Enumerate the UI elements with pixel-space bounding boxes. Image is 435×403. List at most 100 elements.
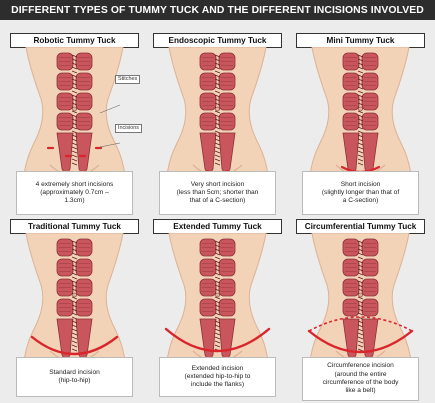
stitch — [214, 288, 221, 292]
stitch — [357, 332, 364, 336]
stitch — [71, 316, 78, 320]
stitch — [71, 142, 78, 146]
stitch — [71, 244, 78, 248]
stitch — [214, 142, 221, 146]
stitch — [214, 272, 221, 276]
stitches-label: Stitches — [115, 75, 141, 84]
stitch — [71, 162, 78, 166]
stitch — [71, 94, 78, 98]
stitch — [71, 54, 78, 58]
stitch — [357, 134, 364, 138]
stitch — [71, 280, 78, 284]
stitch — [214, 114, 221, 118]
pointer-line — [99, 142, 121, 148]
stitch — [357, 300, 364, 304]
stitch — [71, 332, 78, 336]
stitch — [357, 296, 364, 300]
navel — [215, 106, 220, 112]
stitch — [357, 90, 364, 94]
stitch — [214, 316, 221, 320]
stitch — [71, 296, 78, 300]
stitch — [357, 252, 364, 256]
stitch — [71, 276, 78, 280]
stitch — [214, 134, 221, 138]
stitch — [357, 150, 364, 154]
torso-illustration — [165, 47, 270, 183]
stitch — [357, 244, 364, 248]
caption-line: (approximately 0.7cm – — [40, 188, 109, 196]
stitch — [357, 280, 364, 284]
stitch — [71, 118, 78, 122]
stitch — [214, 98, 221, 102]
stitch — [214, 256, 221, 260]
stitch — [214, 90, 221, 94]
stitch — [357, 78, 364, 82]
stitch — [357, 70, 364, 74]
stitch — [214, 260, 221, 264]
caption: Circumference incision(around the entire… — [302, 357, 419, 401]
stitch — [71, 70, 78, 74]
abdominal-muscles — [342, 238, 379, 360]
stitch — [357, 312, 364, 316]
stitch — [214, 146, 221, 150]
stitch — [71, 324, 78, 328]
stitch — [214, 320, 221, 324]
caption-line: Standard incision — [49, 368, 100, 376]
stitch — [214, 122, 221, 126]
caption-line: Short incision — [340, 180, 381, 188]
stitch — [71, 90, 78, 94]
stitch — [214, 264, 221, 268]
stitch — [214, 62, 221, 66]
stitch — [357, 98, 364, 102]
abdominal-muscles — [199, 238, 236, 360]
stitch — [357, 110, 364, 114]
torso-illustration — [22, 47, 127, 183]
torso-illustration — [22, 233, 127, 369]
stitch — [357, 336, 364, 340]
navel — [358, 292, 363, 298]
caption-line: circumference of the body — [322, 379, 399, 386]
stitch — [214, 304, 221, 308]
stitch — [357, 264, 364, 268]
stitch — [71, 268, 78, 272]
caption-line: 4 extremely short incisions — [35, 180, 114, 188]
torso-body — [22, 47, 127, 183]
stitch — [357, 248, 364, 252]
stitch — [71, 252, 78, 256]
caption-line: 1.3cm) — [64, 197, 85, 205]
stitch — [214, 162, 221, 166]
stitch — [71, 114, 78, 118]
stitch — [71, 336, 78, 340]
stitch — [357, 114, 364, 118]
stitch — [71, 146, 78, 150]
stitch — [71, 98, 78, 102]
caption-line: (slightly longer than that of — [321, 188, 400, 196]
torso-illustration — [307, 233, 414, 369]
stitch — [357, 82, 364, 86]
stitch — [214, 86, 221, 90]
stitch — [71, 78, 78, 82]
stitch — [71, 74, 78, 78]
stitch — [71, 256, 78, 260]
torso-illustration — [164, 233, 271, 369]
stitch — [214, 340, 221, 344]
stitch — [71, 272, 78, 276]
torso-body — [308, 47, 413, 183]
stitch — [357, 260, 364, 264]
stitch — [71, 304, 78, 308]
stitch — [357, 86, 364, 90]
stitch — [357, 240, 364, 244]
incisions-label: Incisions — [115, 124, 142, 133]
stitch — [357, 154, 364, 158]
stitch — [71, 344, 78, 348]
stitch — [71, 264, 78, 268]
stitch — [71, 130, 78, 134]
stitch — [357, 146, 364, 150]
stitch — [214, 244, 221, 248]
caption-line: (hip-to-hip) — [58, 377, 91, 384]
abdominal-muscles — [56, 238, 93, 360]
caption-line: Very short incision — [190, 180, 245, 188]
stitch — [214, 138, 221, 142]
caption: Extended incision(extended hip-to-hip to… — [159, 357, 276, 397]
incision-mark — [164, 327, 271, 353]
